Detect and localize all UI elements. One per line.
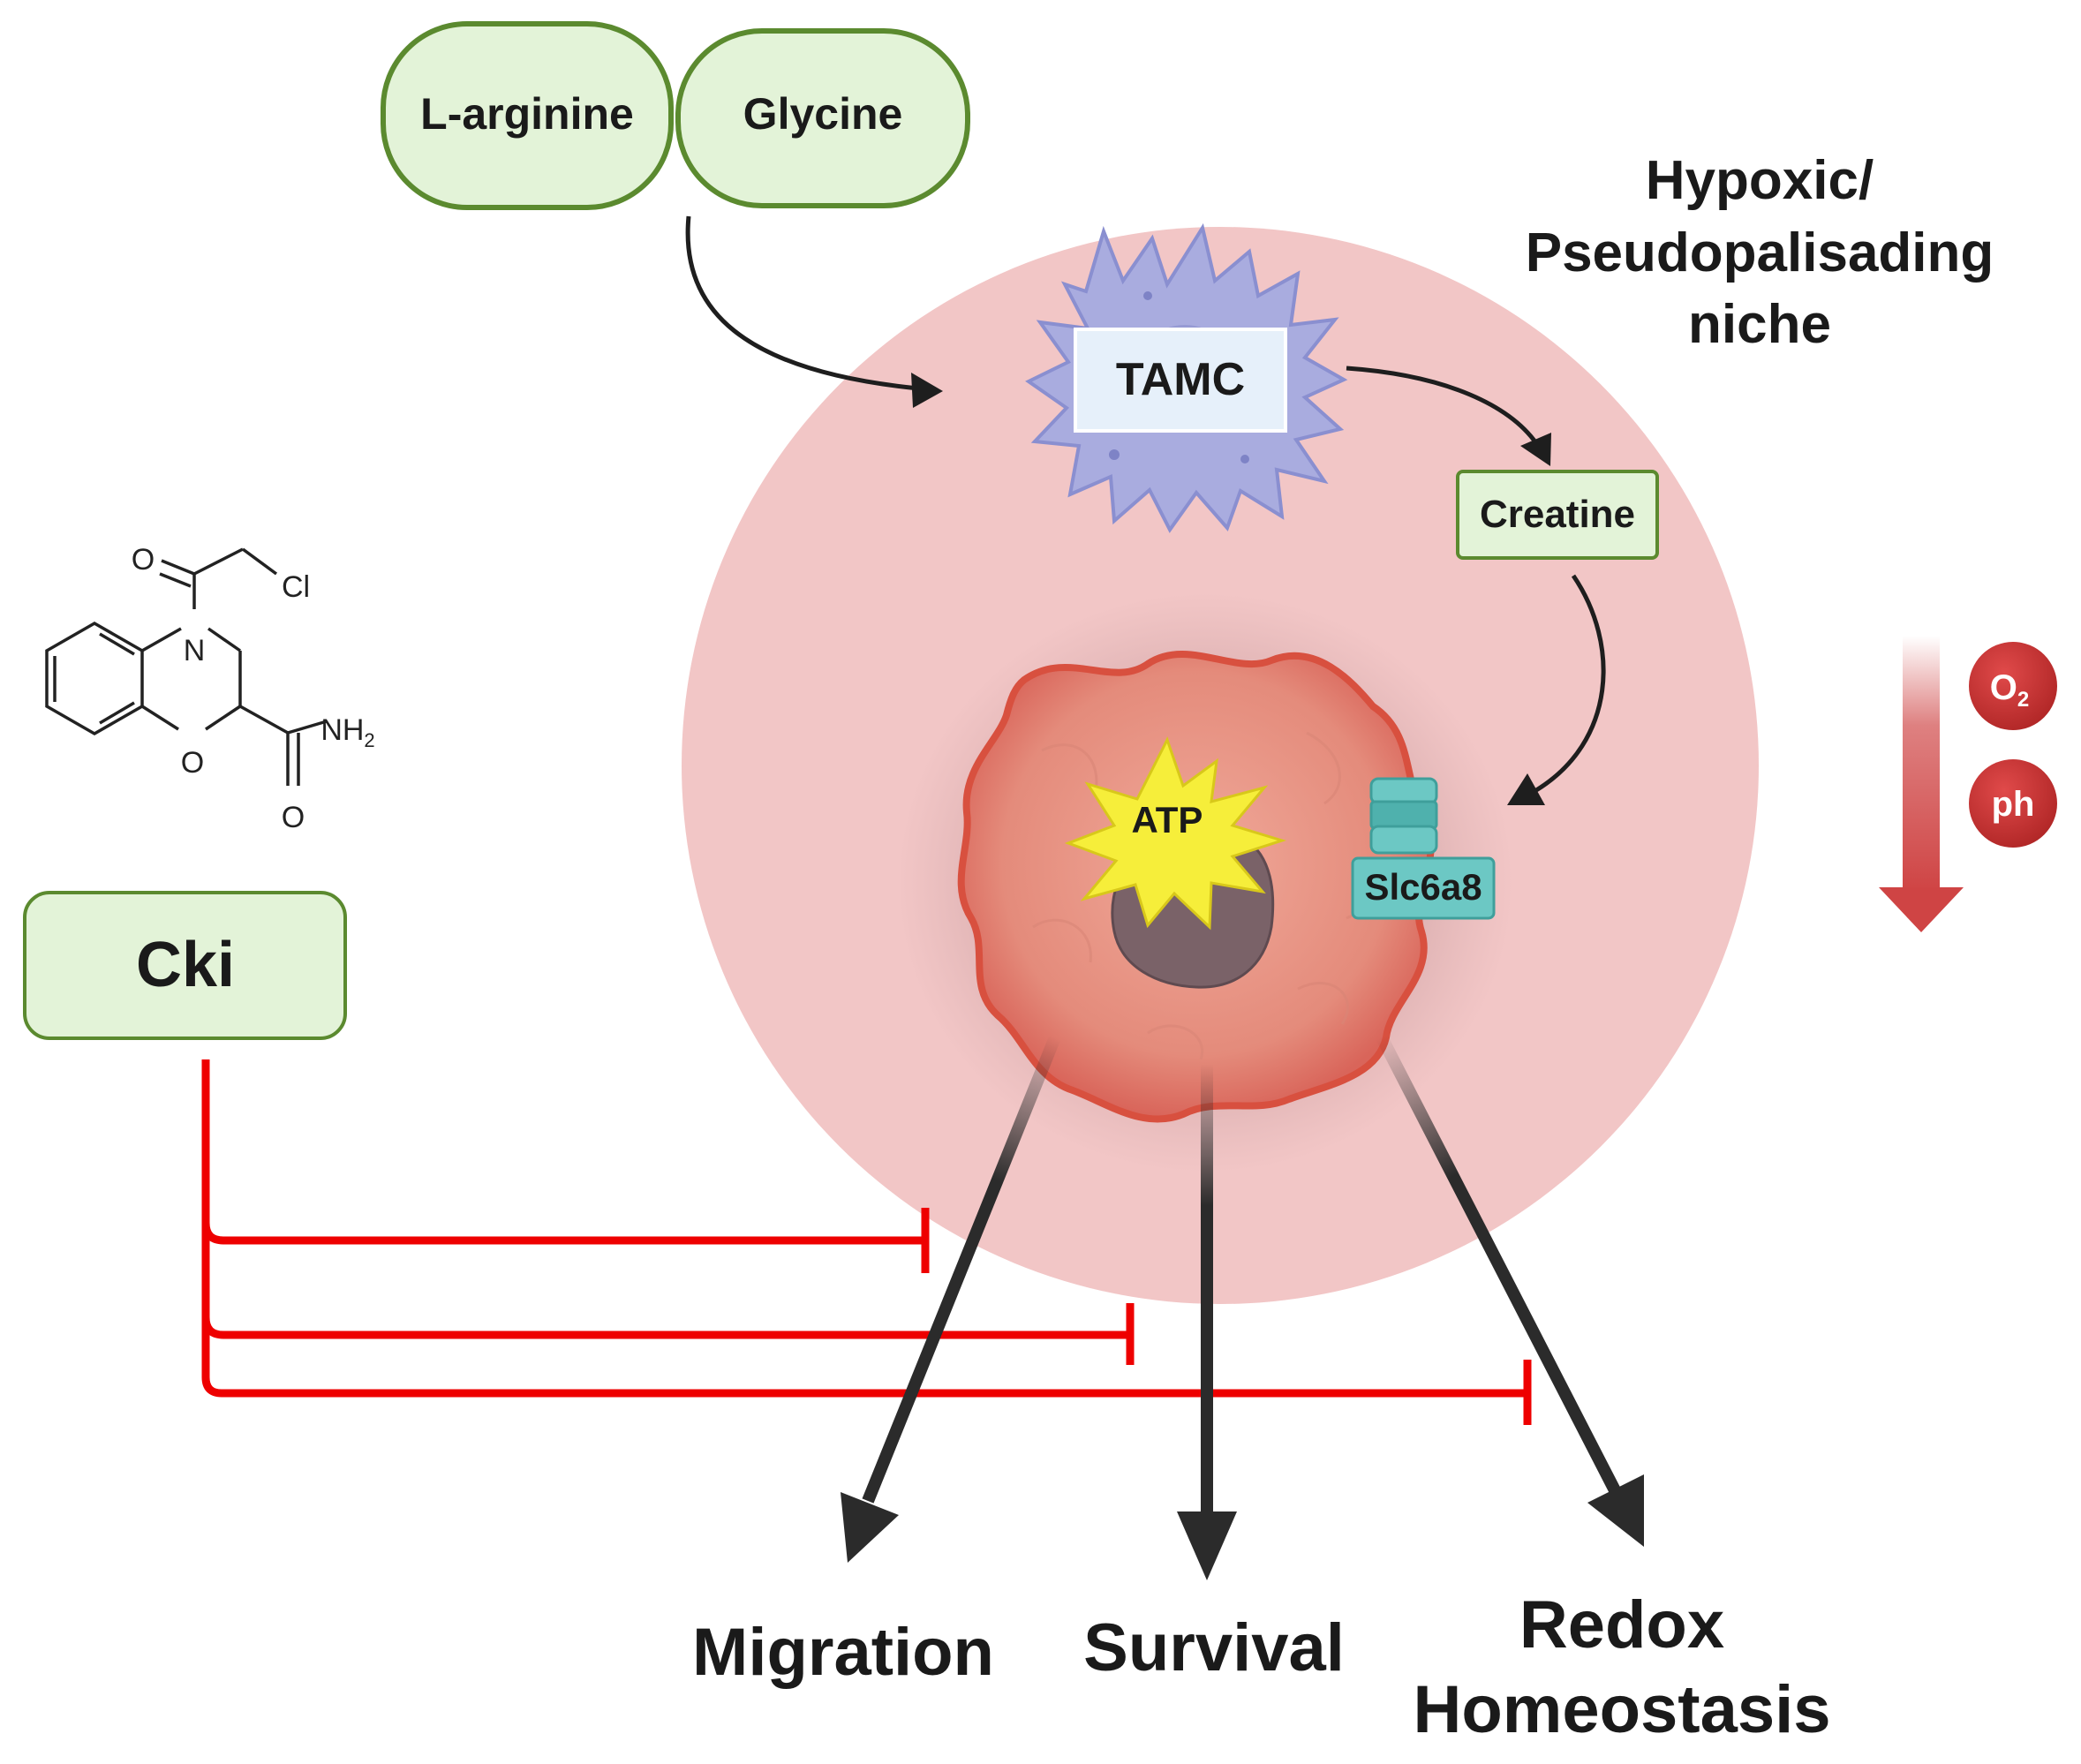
atom-nh2: NH2	[320, 713, 374, 751]
creatine-to-transporter-arrowhead	[1507, 773, 1545, 805]
cki-structure-atom-labels: O Cl N O NH2 O	[132, 543, 375, 834]
niche-label-line3: niche	[1688, 294, 1831, 355]
cki-inhibitor-box: Cki	[23, 891, 347, 1040]
tamc-label: TAMC	[1116, 354, 1245, 405]
glycine-pill: Glycine	[675, 28, 970, 208]
atom-n: N	[184, 634, 206, 667]
inhibition-branch-survival	[201, 1316, 1130, 1339]
tamc-cell: TAMC	[1025, 222, 1348, 533]
atom-cl: Cl	[282, 570, 310, 604]
l-arginine-pill: L-arginine	[381, 21, 674, 210]
tumor-texture	[1032, 731, 1371, 1060]
outcome-label-migration: Migration	[692, 1615, 994, 1690]
atom-o-ring: O	[181, 746, 204, 780]
glycine-label: Glycine	[743, 89, 903, 139]
ph-marker: ph	[1969, 759, 2057, 848]
outcome-arrow-survival	[1177, 1064, 1237, 1580]
slc6a8-transporter: Slc6a8	[1351, 777, 1496, 920]
cki-label: Cki	[136, 930, 235, 1000]
creatine-box: Creatine	[1456, 470, 1659, 560]
hypoxia-gradient-arrow	[1879, 636, 1964, 932]
atp-burst: ATP	[1064, 736, 1287, 931]
creatine-label: Creatine	[1480, 493, 1635, 536]
atp-label: ATP	[1132, 799, 1203, 841]
o2-label: O2	[1990, 668, 2029, 712]
tamc-to-creatine-arrow	[1346, 366, 1539, 445]
inputs-to-tamc-arrow	[685, 215, 919, 391]
ph-label: ph	[1992, 785, 2035, 824]
outcome-label-redox-line1: Redox	[1519, 1587, 1724, 1662]
outcome-label-survival: Survival	[1083, 1610, 1345, 1685]
inhibition-trunk	[201, 1059, 1527, 1398]
inhibition-branch-migration	[201, 1222, 925, 1245]
creatine-to-transporter-arrow	[1534, 574, 1606, 793]
inhibition-lines	[201, 1059, 1532, 1425]
tamc-vesicle	[1109, 449, 1120, 460]
inputs-to-tamc-arrowhead	[911, 373, 943, 408]
niche-label-line2: Pseudopalisading	[1526, 222, 1994, 283]
tamc-vesicle	[1143, 291, 1152, 300]
tamc-vesicle	[1240, 455, 1249, 464]
outcome-label-redox-line2: Homeostasis	[1413, 1672, 1830, 1747]
slc6a8-label: Slc6a8	[1364, 866, 1482, 908]
niche-label-line1: Hypoxic/	[1646, 150, 1874, 211]
slc6a8-label-box	[1351, 856, 1496, 920]
l-arginine-label: L-arginine	[420, 89, 634, 139]
o2-marker: O2	[1969, 642, 2057, 730]
outcome-arrow-migration	[841, 1035, 1061, 1563]
cki-chemical-structure	[45, 547, 328, 786]
outcome-arrow-redox	[1376, 1034, 1644, 1547]
atom-o-carbonyl: O	[132, 543, 155, 577]
tamc-label-box	[1074, 328, 1287, 433]
atom-o-amide: O	[282, 801, 305, 834]
tamc-to-creatine-arrowhead	[1520, 433, 1551, 466]
